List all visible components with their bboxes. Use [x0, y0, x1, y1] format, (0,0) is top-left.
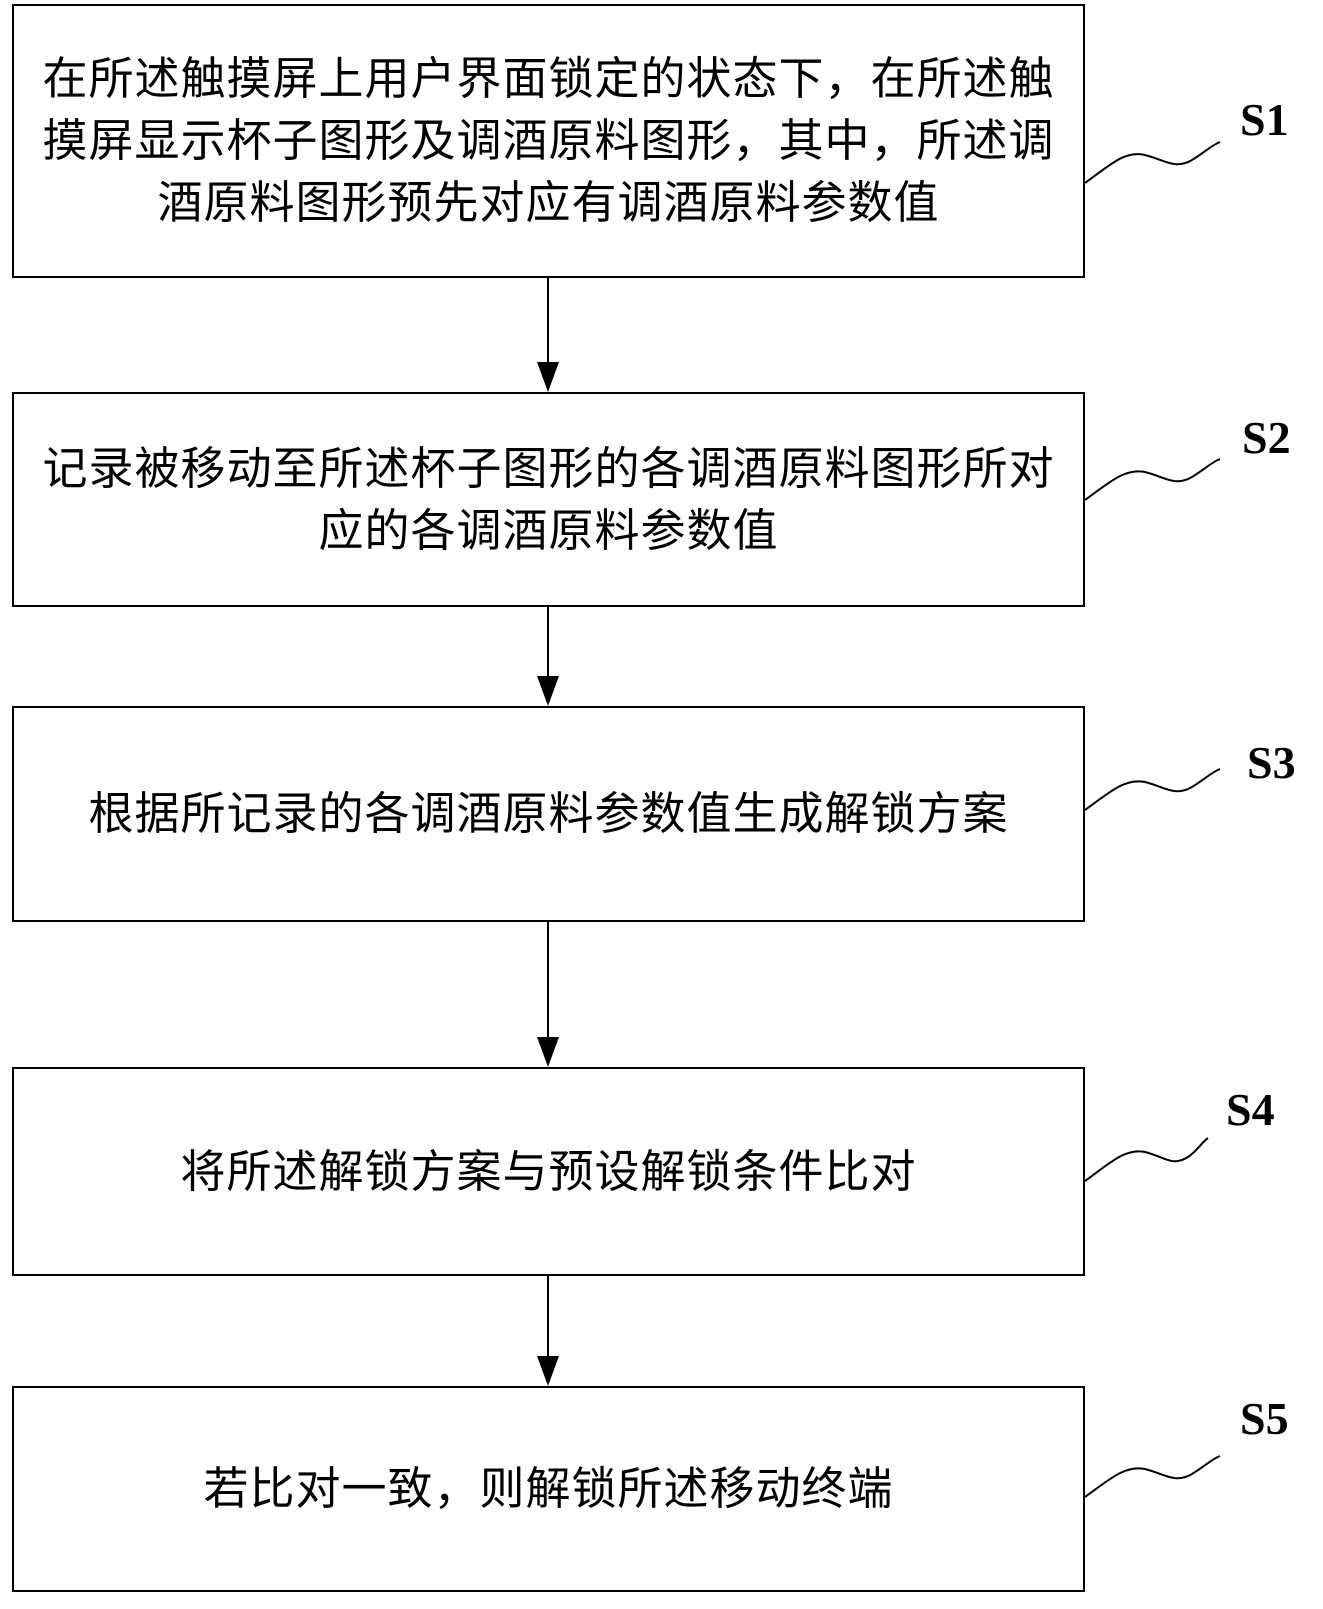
arrowhead-s3: [537, 676, 559, 706]
leader-s4: [1085, 1138, 1208, 1181]
arrowhead-s4: [537, 1037, 559, 1067]
leader-s3: [1085, 769, 1220, 810]
arrowhead-s2: [537, 362, 559, 392]
leader-s1: [1085, 142, 1220, 183]
leader-s2: [1085, 459, 1220, 500]
arrowhead-s5: [537, 1356, 559, 1386]
leader-s5: [1085, 1456, 1220, 1497]
